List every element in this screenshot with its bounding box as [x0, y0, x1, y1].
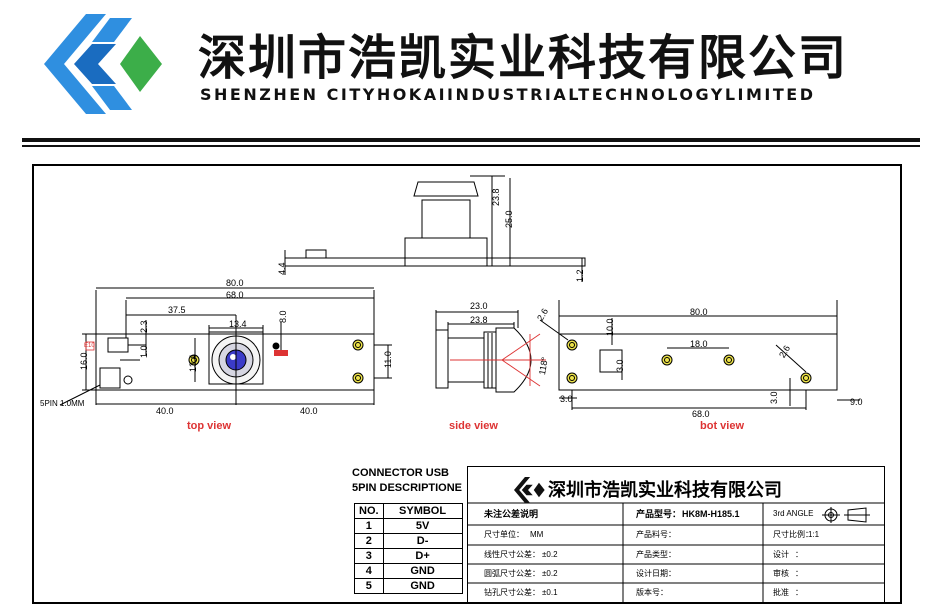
pin-table-header: NO. SYMBOL: [354, 503, 463, 519]
pin-no: 5: [354, 578, 384, 594]
dim-bot-width-68: 68.0: [692, 409, 710, 419]
design-colon: ：: [795, 550, 803, 559]
scale-label: 尺寸比例：: [773, 530, 813, 539]
pin-no: 3: [354, 548, 384, 564]
product-cat-label: 产品类型：: [636, 550, 676, 559]
dim-1-0: 1.0: [139, 345, 149, 358]
dim-height-11: 11.0: [383, 351, 393, 368]
hk-logo-small-icon: [514, 477, 545, 503]
dim-side-width-23-8: 23.8: [470, 315, 488, 325]
dim-2-3: 2.3: [139, 320, 149, 333]
version-label: 版本号：: [636, 588, 668, 597]
pin-table: NO. SYMBOL 1 5V 2 D- 3 D+ 4 GND 5 GND: [354, 503, 463, 594]
table-row: 2 D-: [354, 533, 463, 549]
pin-col-no: NO.: [354, 503, 384, 519]
projection-symbol-icon: [822, 507, 870, 523]
dim-thickness: 1.2: [575, 269, 585, 282]
connector-marker: [85, 341, 95, 351]
pin-no: 1: [354, 518, 384, 534]
dim-top-width-37-5: 37.5: [168, 305, 186, 315]
title-block-company: 深圳市浩凯实业科技有限公司: [548, 480, 782, 501]
model-value: HK8M-H185.1: [682, 509, 740, 519]
header-rule: [22, 138, 920, 142]
unit-label: 尺寸单位：: [484, 530, 524, 539]
company-name-en: SHENZHEN CITYHOKAIINDUSTRIALTECHNOLOGYLI…: [200, 85, 816, 104]
tolerance-note: 未注公差说明: [484, 509, 539, 519]
dim-bot-18: 18.0: [690, 339, 708, 349]
dim-top-overall-width: 80.0: [226, 278, 244, 288]
elevation-view: [284, 175, 586, 282]
approve-colon: ：: [795, 588, 803, 597]
angle-tol-value: ±0.2: [542, 569, 558, 578]
dim-bot-9: 9.0: [850, 397, 863, 407]
dim-side-width-23: 23.0: [470, 301, 488, 311]
linear-tol-value: ±0.2: [542, 550, 558, 559]
pin-symbol: GND: [382, 563, 463, 579]
hk-logo-icon: [44, 14, 162, 114]
approve-label: 批准: [773, 588, 789, 597]
connector-title-line1: CONNECTOR USB: [352, 467, 449, 479]
dim-lens-height-v: 13.4: [188, 354, 198, 372]
top-view-drawing: [59, 287, 392, 406]
bot-view-label: bot view: [700, 420, 745, 432]
dim-top-width-68: 68.0: [226, 290, 244, 300]
table-row: 4 GND: [354, 563, 463, 579]
dim-8: 8.0: [278, 310, 288, 323]
dim-lens-width: 13.4: [229, 319, 247, 329]
dim-bot-3-left: 3.0: [560, 394, 573, 404]
header-rule-thin: [22, 145, 920, 147]
linear-tol-label: 线性尺寸公差：: [484, 550, 540, 559]
dim-half-left: 40.0: [156, 406, 174, 416]
review-label: 审核: [773, 569, 789, 578]
title-block-grid: [467, 502, 885, 604]
dim-lens-height: 23.8: [491, 188, 501, 206]
dim-bot-10: 10.0: [605, 318, 615, 336]
company-name-cn: 深圳市浩凯实业科技有限公司: [198, 30, 849, 86]
projection-label: 3rd ANGLE: [773, 509, 814, 518]
dim-bot-overall-width: 80.0: [690, 307, 708, 317]
hole-tol-value: ±0.1: [542, 588, 558, 597]
top-view-label: top view: [187, 420, 232, 432]
design-date-label: 设计日期：: [636, 569, 676, 578]
title-block: [467, 466, 885, 604]
connector-mark: E10: [84, 343, 95, 349]
side-view-drawing: [435, 310, 532, 393]
side-view-label: side view: [449, 420, 498, 432]
hole-tol-label: 钻孔尺寸公差：: [484, 588, 540, 597]
dim-half-right: 40.0: [300, 406, 318, 416]
table-row: 1 5V: [354, 518, 463, 534]
model-label: 产品型号：: [636, 509, 682, 519]
scale-value: 1:1: [808, 530, 820, 539]
material-no-label: 产品料号：: [636, 530, 676, 539]
dim-height-16: 16.0: [79, 352, 89, 370]
dim-overall-height: 25.0: [504, 210, 514, 228]
bot-view-drawing: [539, 300, 860, 410]
pin-no: 4: [354, 563, 384, 579]
pin-col-symbol: SYMBOL: [382, 503, 463, 519]
pin-no: 2: [354, 533, 384, 549]
dim-offset: 4.4: [277, 262, 287, 275]
pin-symbol: GND: [382, 578, 463, 594]
design-label: 设计: [773, 550, 789, 559]
review-colon: ：: [795, 569, 803, 578]
unit-value: MM: [530, 530, 544, 539]
connector-title-line2: 5PIN DESCRIPTIONE: [352, 482, 463, 494]
angle-tol-label: 圆弧尺寸公差：: [484, 569, 540, 578]
pin-symbol: 5V: [382, 518, 463, 534]
dim-bot-3-right: 3.0: [769, 391, 779, 404]
dim-bot-3-mid: 3.0: [615, 359, 625, 372]
table-row: 5 GND: [354, 578, 463, 594]
pin-symbol: D-: [382, 533, 463, 549]
table-row: 3 D+: [354, 548, 463, 564]
pin-symbol: D+: [382, 548, 463, 564]
connector-note: 5PIN 1.0MM: [40, 399, 85, 408]
